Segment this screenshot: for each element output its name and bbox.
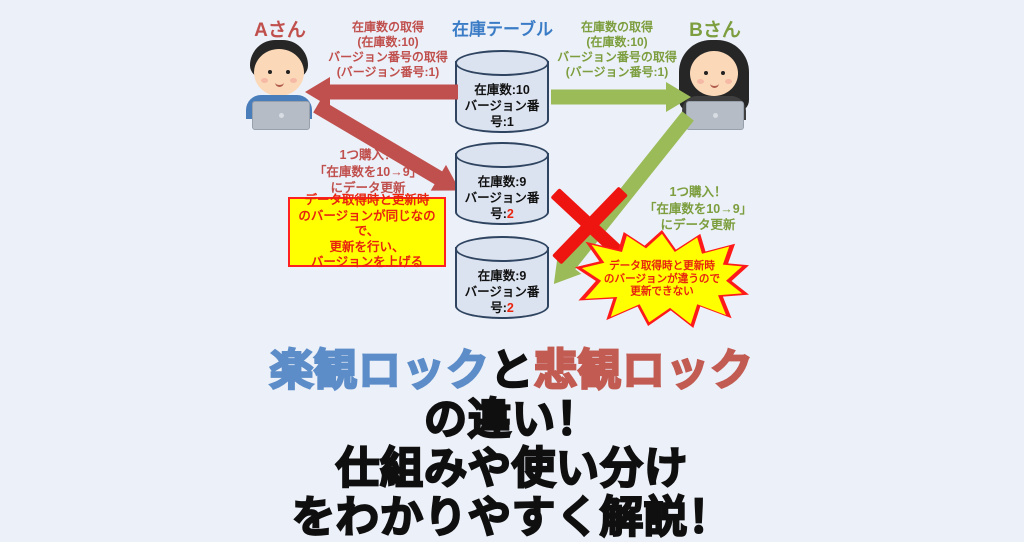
purchase-label-b-line: 1つ購入！ <box>669 185 727 199</box>
person-b-mouth <box>710 81 719 88</box>
person-a-eye <box>268 70 272 74</box>
arrow-shaft <box>328 84 458 100</box>
person-b-name: Bさん <box>689 20 741 41</box>
update-failed-burst-inner: データ取得時と更新時 のバージョンが違うので 更新できない <box>581 233 743 325</box>
fetch-label-b-line: (バージョン番号:1) <box>565 65 669 79</box>
arrow-head <box>666 82 691 112</box>
fetch-label-b-line: (在庫数:10) <box>586 35 648 49</box>
purchase-label-a: 1つ購入！ 「在庫数を10→9」 にデータ更新 <box>288 147 448 197</box>
fetch-label-b: 在庫数の取得 (在庫数:10) バージョン番号の取得 (バージョン番号:1) <box>554 20 680 80</box>
person-b-blush <box>697 79 704 84</box>
version-value: バージョン番号:1 <box>464 99 540 129</box>
cylinder-top <box>455 236 549 262</box>
person-a-eye <box>286 70 290 74</box>
person-a-face <box>254 49 304 96</box>
db-initial-values: 在庫数:10 バージョン番号:1 <box>455 82 549 130</box>
person-a-blush <box>290 78 297 83</box>
fail-note-line: のバージョンが違うので <box>603 273 721 285</box>
purchase-label-b-line: にデータ更新 <box>660 218 736 232</box>
version-number: 2 <box>506 301 514 315</box>
stock-value: 在庫数:9 <box>477 175 527 189</box>
fetch-label-a-line: (在庫数:10) <box>357 35 419 49</box>
person-b-illustration <box>678 40 750 130</box>
fetch-label-a-line: 在庫数の取得 <box>351 20 424 34</box>
optimistic-success-note: データ取得時と更新時 のバージョンが同じなので、 更新を行い、 バージョンを上げ… <box>288 193 446 269</box>
title-optimistic-lock: 楽観ロック <box>269 346 490 396</box>
fetch-label-a-line: (バージョン番号:1) <box>336 65 440 79</box>
person-a-mouth <box>275 80 284 87</box>
version-prefix: バージョン番号: <box>464 191 540 221</box>
fetch-label-b-line: 在庫数の取得 <box>580 20 653 34</box>
db-cylinder-current: 在庫数:9 バージョン番号:2 <box>455 236 549 323</box>
fetch-label-b-line: バージョン番号の取得 <box>557 50 677 64</box>
person-a-blush <box>261 78 268 83</box>
main-title-line4: をわかりやすく解説！ <box>291 493 732 542</box>
person-b-blush <box>725 79 732 84</box>
success-note-line: データ取得時と更新時 <box>304 193 430 208</box>
person-b-face <box>690 51 738 96</box>
cylinder-top <box>455 50 549 76</box>
person-b-eye <box>721 71 725 75</box>
person-a-name: Aさん <box>254 20 306 41</box>
fetch-label-a-line: バージョン番号の取得 <box>328 50 448 64</box>
success-note-line: バージョンを上げる <box>310 255 424 270</box>
db-updated-values: 在庫数:9 バージョン番号:2 <box>455 174 549 222</box>
db-current-values: 在庫数:9 バージョン番号:2 <box>455 268 549 316</box>
fetch-label-a: 在庫数の取得 (在庫数:10) バージョン番号の取得 (バージョン番号:1) <box>316 20 460 80</box>
fetch-arrow-b <box>551 82 691 112</box>
success-note-line: 更新を行い、 <box>329 239 405 254</box>
purchase-label-a-line: にデータ更新 <box>330 181 406 195</box>
title-pessimistic-lock: 悲観ロック <box>533 346 754 396</box>
purchase-label-b: 1つ購入！ 「在庫数を10→9」 にデータ更新 <box>624 184 772 234</box>
stock-value: 在庫数:10 <box>474 83 530 97</box>
db-cylinder-updated: 在庫数:9 バージョン番号:2 <box>455 142 549 229</box>
laptop-icon <box>252 101 310 130</box>
arrow-shaft <box>551 89 668 105</box>
purchase-label-a-line: 1つ購入！ <box>339 148 397 162</box>
purchase-label-b-line: 「在庫数を10→9」 <box>643 201 753 216</box>
title-and: と <box>489 346 534 396</box>
main-title-line1: 楽観ロックと悲観ロック <box>0 336 1024 398</box>
person-b-eye <box>704 71 708 75</box>
db-cylinder-initial: 在庫数:10 バージョン番号:1 <box>455 50 549 137</box>
version-value: バージョン番号:2 <box>455 190 549 222</box>
stock-table-title: 在庫テーブル <box>452 20 553 39</box>
main-title-line2: の違い！ <box>423 395 600 445</box>
stock-value: 在庫数:9 <box>477 269 527 283</box>
version-value: バージョン番号:2 <box>455 284 549 316</box>
person-a-illustration <box>244 40 316 130</box>
laptop-icon <box>686 101 744 130</box>
purchase-label-a-line: 「在庫数を10→9」 <box>313 164 423 179</box>
main-title-line3: 仕組みや使い分け <box>335 444 688 494</box>
fail-note-line: 更新できない <box>630 286 694 298</box>
fail-note-line: データ取得時と更新時 <box>609 260 715 272</box>
version-number: 2 <box>506 207 514 221</box>
success-note-line: のバージョンが同じなので、 <box>298 208 436 239</box>
cylinder-top <box>455 142 549 168</box>
version-prefix: バージョン番号: <box>464 285 540 315</box>
